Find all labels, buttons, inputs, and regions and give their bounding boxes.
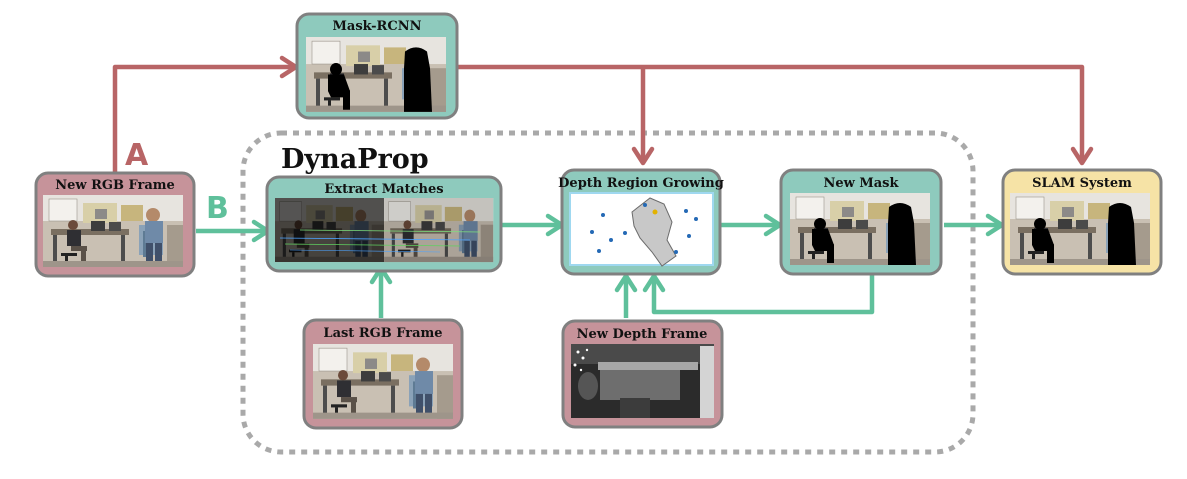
dynaprop-title: DynaProp [281,144,429,175]
new-depth-frame-image [571,344,714,418]
depth-region-growing-title: Depth Region Growing [558,176,724,191]
extract-matches-title: Extract Matches [324,182,443,197]
slam-system-box: SLAM System [1001,168,1163,276]
new-depth-frame-box: New Depth Frame [561,319,724,429]
arrowhead-slam-red [1070,146,1094,166]
new-rgb-frame-image [42,194,184,268]
path-a-arrows [112,64,1085,173]
arrowhead-depth-growing-red [631,146,655,166]
last-rgb-frame-box: Last RGB Frame [302,318,464,430]
arrow-mask-rcnn-to-slam [458,64,1085,160]
slam-system-title: SLAM System [1032,176,1132,191]
mask-rcnn-title: Mask-RCNN [333,19,422,34]
last-rgb-frame-title: Last RGB Frame [323,326,442,341]
arrow-new-mask-feedback [651,275,875,315]
path-b-label: B [206,191,229,226]
path-b-arrows [196,222,1000,318]
new-mask-image [790,193,930,265]
last-rgb-frame-image [312,343,454,420]
path-a-label: A [125,138,149,173]
mask-rcnn-box: Mask-RCNN [295,12,459,120]
new-rgb-frame-title: New RGB Frame [55,178,175,193]
extract-matches-image [274,197,494,263]
new-mask-title: New Mask [823,176,899,191]
mask-rcnn-image [306,37,446,112]
depth-region-growing-image [569,192,714,267]
arrow-a-to-mask-rcnn [112,64,296,173]
new-rgb-frame-box: New RGB Frame [34,171,196,278]
extract-matches-box: Extract Matches [265,175,503,273]
arrowhead-depth-up [614,273,638,293]
depth-region-growing-box: Depth Region Growing [558,168,724,276]
dynaprop-group-border [240,130,976,455]
arrowhead-feedback-up [642,273,666,293]
slam-system-image [1010,193,1150,265]
new-depth-frame-title: New Depth Frame [577,327,708,342]
new-mask-box: New Mask [779,168,943,276]
